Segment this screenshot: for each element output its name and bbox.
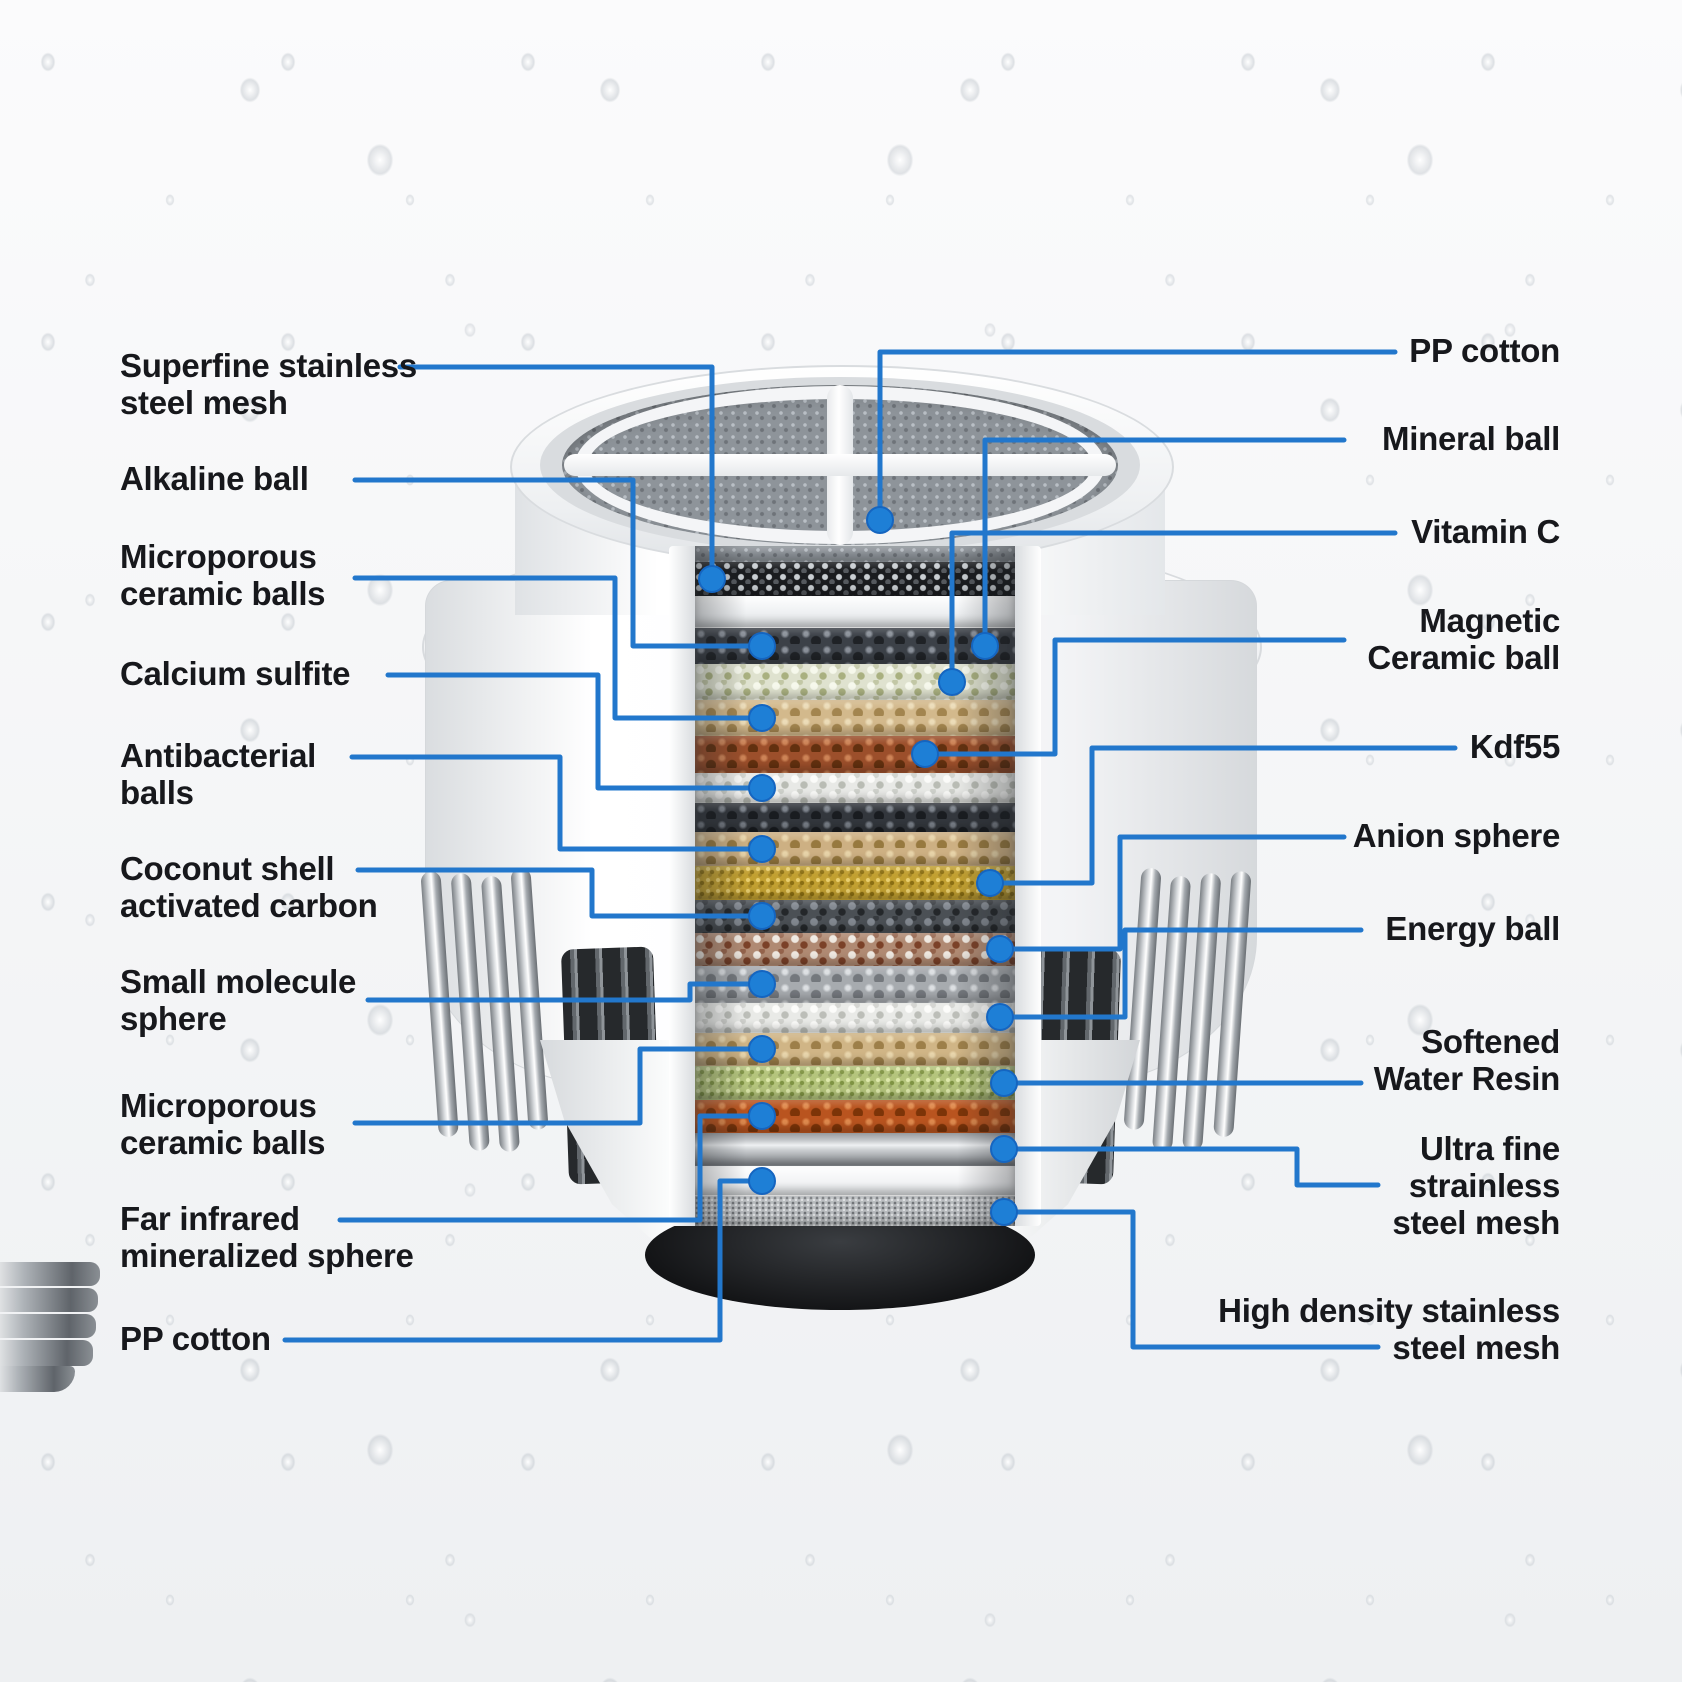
filter-layer-small-molecule-sphere — [695, 966, 1015, 1003]
label-energy-ball: Energy ball — [1385, 910, 1560, 947]
filter-layer-microporous-ceramic-2 — [695, 1033, 1015, 1066]
label-pp-cotton-top: PP cotton — [1409, 332, 1560, 369]
label-ultra-fine-stainless-steel-mesh: Ultra fine strainless steel mesh — [1392, 1130, 1560, 1241]
label-small-molecule-sphere: Small molecule sphere — [120, 963, 357, 1037]
label-vitamin-c: Vitamin C — [1411, 513, 1560, 550]
label-calcium-sulfite: Calcium sulfite — [120, 655, 351, 692]
label-coconut-shell-activated-carbon: Coconut shell activated carbon — [120, 850, 378, 924]
filter-layer-vitamin-c — [695, 664, 1015, 700]
label-magnetic-ceramic-ball: Magnetic Ceramic ball — [1367, 602, 1560, 676]
thread-ring — [0, 1262, 100, 1286]
thread-ring — [0, 1340, 93, 1366]
filter-layer-superfine-mesh — [695, 562, 1015, 596]
label-microporous-ceramic-balls-1: Microporous ceramic balls — [120, 538, 326, 612]
cutaway-wall-right — [1015, 546, 1041, 1226]
filter-layer-retainer-ring-top — [695, 596, 1015, 628]
label-superfine-stainless-steel-mesh: Superfine stainless steel mesh — [120, 347, 417, 421]
filter-layer-microporous-ceramic-1 — [695, 700, 1015, 736]
label-far-infrared-mineralized-sphere: Far infrared mineralized sphere — [120, 1200, 414, 1274]
filter-layer-pp-cotton-top — [695, 546, 1015, 562]
filter-layer-calcium-sulfite — [695, 773, 1015, 803]
filter-layer-ultrafine-mesh-ring — [695, 1133, 1015, 1166]
filter-layer-softened-water-resin — [695, 1066, 1015, 1100]
thread-ring — [0, 1288, 98, 1312]
filter-media-stack — [695, 546, 1015, 1226]
filter-layer-antibacterial-balls — [695, 832, 1015, 866]
label-pp-cotton-bottom: PP cotton — [120, 1320, 271, 1357]
label-antibacterial-balls: Antibacterial balls — [120, 737, 316, 811]
thread-ring — [0, 1314, 96, 1338]
cutaway-wall-left — [669, 546, 695, 1226]
cartridge-top-cross-bar-horizontal — [564, 454, 1116, 476]
label-mineral-ball: Mineral ball — [1382, 420, 1560, 457]
chrome-fins-left — [420, 865, 549, 1153]
label-kdf55: Kdf55 — [1469, 728, 1560, 765]
filter-layer-high-density-mesh — [695, 1196, 1015, 1226]
filter-layer-far-infrared-sphere — [695, 1100, 1015, 1133]
label-anion-sphere: Anion sphere — [1352, 817, 1561, 854]
filter-layer-pp-cotton-bottom — [695, 1166, 1015, 1196]
chrome-fins-right — [1122, 865, 1252, 1153]
filter-layer-magnetic-ceramic-ball — [695, 736, 1015, 773]
filter-layer-mineral-beads-dark — [695, 803, 1015, 832]
label-microporous-ceramic-balls-2: Microporous ceramic balls — [120, 1087, 326, 1161]
filter-layer-energy-ball — [695, 1003, 1015, 1033]
filter-layer-alkaline-mineral-ball — [695, 628, 1015, 664]
connector-tip — [0, 1366, 75, 1392]
label-alkaline-ball: Alkaline ball — [120, 460, 309, 497]
filter-layer-kdf55 — [695, 866, 1015, 900]
label-softened-water-resin: Softened Water Resin — [1373, 1023, 1561, 1097]
filter-layer-anion-sphere — [695, 933, 1015, 966]
label-high-density-stainless-steel-mesh: High density stainless steel mesh — [1218, 1292, 1560, 1366]
filter-layer-coconut-carbon — [695, 900, 1015, 933]
